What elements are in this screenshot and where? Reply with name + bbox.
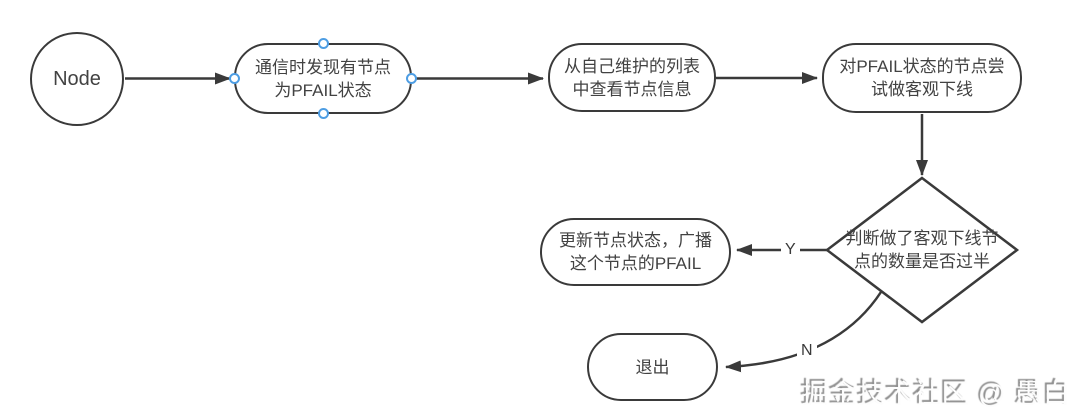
edge-label-yes: Y	[781, 241, 800, 259]
node-start[interactable]: Node	[30, 32, 124, 126]
node-discover-pfail[interactable]: 通信时发现有节点 为PFAIL状态	[234, 43, 412, 114]
edge-decision-no[interactable]	[725, 291, 883, 373]
decision-diamond[interactable]	[824, 176, 1020, 324]
node-check-list[interactable]: 从自己维护的列表 中查看节点信息	[548, 43, 716, 112]
connection-handle-top[interactable]	[318, 38, 329, 49]
edge-label-no: N	[797, 342, 817, 360]
decision-diamond-label: 判断做了客观下线节 点的数量是否过半	[845, 229, 999, 271]
connection-handle-left[interactable]	[229, 73, 240, 84]
node-exit-label: 退出	[635, 357, 670, 377]
connection-handle-right[interactable]	[406, 73, 417, 84]
node-exit[interactable]: 退出	[587, 333, 718, 401]
node-try-offline-label: 对PFAIL状态的节点尝 试做客观下线	[839, 57, 1005, 99]
node-update-broadcast[interactable]: 更新节点状态，广播 这个节点的PFAIL	[540, 218, 731, 286]
node-update-broadcast-label: 更新节点状态，广播 这个节点的PFAIL	[559, 231, 712, 273]
connection-handle-bottom[interactable]	[318, 108, 329, 119]
node-check-list-label: 从自己维护的列表 中查看节点信息	[564, 56, 700, 99]
node-discover-label: 通信时发现有节点 为PFAIL状态	[255, 57, 391, 100]
node-try-offline[interactable]: 对PFAIL状态的节点尝 试做客观下线	[822, 43, 1022, 113]
node-start-label: Node	[53, 67, 101, 90]
watermark-text: 掘金技术社区 @ 愚白	[801, 379, 1071, 409]
